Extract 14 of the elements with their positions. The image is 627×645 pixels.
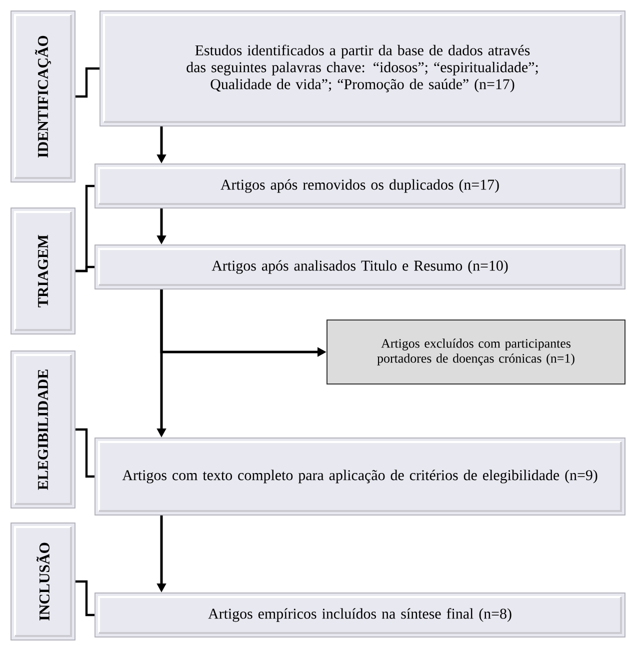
bracket-line <box>76 266 94 272</box>
process-box: Artigos com texto completo para aplicação de critérios de elegibilidade (n=9) <box>94 438 626 516</box>
process-box: Artigos empíricos incluídos na síntese final (n=8) <box>94 592 626 638</box>
bracket-line <box>76 67 100 98</box>
exclusion-box: Artigos excluídos com participantes portadores de doenças crónicas (n=1) <box>326 320 626 384</box>
process-box: Estudos identificados a partir da base de dados através das seguintes palavras chave: “idosos”; “espiritualidade”; Qualidade de vida”; “Promoção de saúde” (n=17) <box>100 10 626 126</box>
bracket-line <box>76 580 94 616</box>
stage-label: IDENTIFICAÇÃO <box>10 10 76 182</box>
stage-label: ELEGIBILIDADE <box>10 350 76 508</box>
bracket-line <box>76 428 94 478</box>
stage-label: INCLUSÃO <box>10 522 76 640</box>
process-box: Artigos após analisados Titulo e Resumo (n=10) <box>94 244 626 290</box>
process-box: Artigos após removidos os duplicados (n=17) <box>94 164 626 208</box>
stage-label: TRIAGEM <box>10 208 76 334</box>
